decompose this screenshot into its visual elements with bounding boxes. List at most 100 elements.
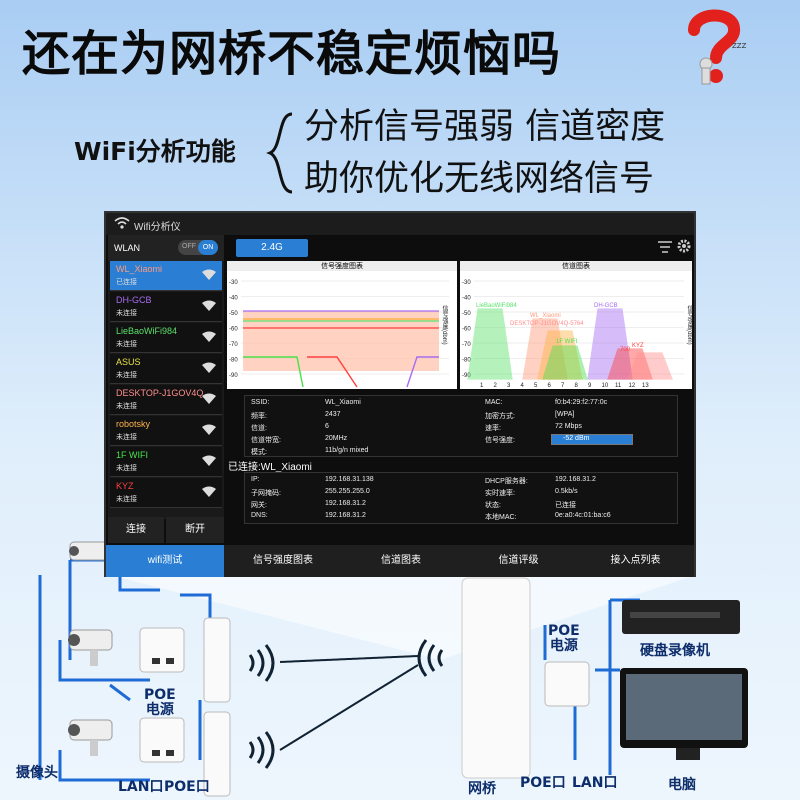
chan-key: 信道: bbox=[251, 425, 267, 432]
signal-chart-title: 信号强度图表 bbox=[227, 261, 457, 271]
lan-port-label: LAN口 bbox=[118, 779, 164, 795]
wifi-signal-icon bbox=[202, 486, 216, 497]
network-name: KYZ bbox=[116, 481, 134, 491]
channel-peak bbox=[537, 330, 583, 380]
question-mark-icon: ZZZ bbox=[688, 9, 747, 85]
network-name: WL_Xiaomi bbox=[116, 264, 163, 274]
tab-wifi-test[interactable]: wifi测试 bbox=[106, 545, 225, 577]
y-tick: -30 bbox=[462, 280, 471, 286]
lmac-value: 0e:a0:4c:01:ba:c6 bbox=[555, 512, 611, 519]
network-status: 未连接 bbox=[116, 403, 137, 410]
ssid-value: WL_Xiaomi bbox=[325, 399, 361, 406]
wifi-signal-icon bbox=[202, 424, 216, 435]
wifi-signal-icon bbox=[202, 362, 216, 373]
details-panel: SSID: WL_Xiaomi MAC: f0:b4:29:f2:77:0c 频… bbox=[244, 395, 678, 457]
central-bridge bbox=[461, 577, 531, 779]
nvr-device bbox=[622, 600, 740, 634]
y-tick: -40 bbox=[462, 296, 471, 302]
status-key: 状态: bbox=[485, 502, 501, 509]
channel-label: 700 bbox=[620, 347, 631, 353]
channel-label: KYZ bbox=[632, 343, 644, 349]
x-tick: 4 bbox=[521, 383, 525, 389]
connection-panel: IP: 192.168.31.138 DHCP服务器: 192.168.31.2… bbox=[244, 472, 678, 524]
band-button[interactable]: 2.4G bbox=[236, 239, 308, 257]
network-status: 未连接 bbox=[116, 465, 137, 472]
x-tick: 5 bbox=[534, 383, 538, 389]
poe-power-box-right bbox=[544, 661, 590, 707]
toggle-on-label: ON bbox=[198, 240, 218, 255]
speed-key: 速率: bbox=[485, 425, 501, 432]
wifi-signal-icon bbox=[202, 300, 216, 311]
y-tick: -30 bbox=[229, 280, 238, 286]
connected-label: 已连接:WL_Xiaomi bbox=[228, 462, 312, 473]
y-tick: -40 bbox=[229, 296, 238, 302]
camera-label: 摄像头 bbox=[16, 765, 58, 781]
toggle-off-label: OFF bbox=[182, 243, 196, 250]
nvr-label: 硬盘录像机 bbox=[640, 643, 710, 659]
y-tick: -60 bbox=[462, 327, 471, 333]
gw-value: 192.168.31.2 bbox=[325, 500, 366, 507]
wlan-row: WLAN OFF ON bbox=[108, 235, 224, 261]
network-item[interactable]: LieBaoWiFi984 未连接 bbox=[110, 323, 222, 353]
x-tick: 11 bbox=[615, 383, 622, 389]
tab-ap-list[interactable]: 接入点列表 bbox=[577, 545, 694, 577]
tab-channel-rating[interactable]: 信道评级 bbox=[460, 545, 578, 577]
x-tick: 6 bbox=[548, 383, 552, 389]
tab-signal-chart[interactable]: 信号强度图表 bbox=[224, 545, 343, 577]
x-tick: 2 bbox=[494, 383, 498, 389]
network-status: 已连接 bbox=[116, 279, 137, 286]
y-tick: -90 bbox=[462, 373, 471, 379]
channel-label: LieBaoWiFi984 bbox=[476, 303, 517, 309]
disconnect-button[interactable]: 断开 bbox=[166, 517, 224, 543]
channel-peak bbox=[607, 348, 653, 380]
camera-icon-2 bbox=[68, 629, 113, 666]
enc-value: [WPA] bbox=[555, 411, 575, 418]
y-tick: -50 bbox=[462, 311, 471, 317]
tab-bar: wifi测试 信号强度图表 信道图表 信道评级 接入点列表 bbox=[106, 545, 694, 577]
network-status: 未连接 bbox=[116, 434, 137, 441]
x-tick: 7 bbox=[561, 383, 565, 389]
mask-value: 255.255.255.0 bbox=[325, 488, 370, 495]
signal-y-label: 信号强度(dbm) bbox=[441, 305, 447, 345]
wifi-icon bbox=[114, 217, 130, 229]
connect-button[interactable]: 连接 bbox=[108, 517, 164, 543]
channel-label: WL_Xiaomi bbox=[530, 313, 561, 319]
signal-line bbox=[307, 356, 358, 388]
wlan-toggle[interactable]: OFF ON bbox=[178, 240, 218, 255]
signal-chart: 信号强度图表 -30-40-50-60-70-80-90 bbox=[227, 261, 457, 389]
freq-value: 2437 bbox=[325, 411, 341, 418]
x-tick: 3 bbox=[507, 383, 511, 389]
channel-peak bbox=[542, 345, 588, 380]
camera-icon-3 bbox=[68, 719, 113, 756]
network-status: 未连接 bbox=[116, 341, 137, 348]
network-item[interactable]: WL_Xiaomi 已连接 bbox=[110, 261, 222, 291]
filter-icon[interactable] bbox=[658, 241, 672, 253]
network-name: LieBaoWiFi984 bbox=[116, 326, 178, 336]
y-tick: -80 bbox=[462, 358, 471, 364]
network-name: 1F WIFI bbox=[116, 450, 148, 460]
network-diagram bbox=[38, 541, 748, 797]
gear-icon[interactable] bbox=[676, 238, 692, 254]
tab-channel-chart[interactable]: 信道图表 bbox=[342, 545, 461, 577]
dhcp-key: DHCP服务器: bbox=[485, 478, 528, 485]
network-item[interactable]: DESKTOP-J1GOV4Q 未连接 bbox=[110, 385, 222, 415]
network-name: DESKTOP-J1GOV4Q bbox=[116, 388, 204, 398]
signal-line bbox=[243, 356, 304, 388]
ssid-key: SSID: bbox=[251, 399, 270, 406]
sig-key: 信号强度: bbox=[485, 437, 515, 444]
sig-value: -52 dBm bbox=[563, 435, 590, 442]
dhcp-value: 192.168.31.2 bbox=[555, 476, 596, 483]
channel-peak bbox=[522, 318, 568, 380]
channel-chart-title: 信道图表 bbox=[460, 261, 692, 271]
freq-key: 频率: bbox=[251, 413, 267, 420]
feature-2: 助你优化无线网络信号 bbox=[304, 159, 655, 199]
channel-label: DESKTOP-J1GOV4Q-5764 bbox=[510, 321, 584, 327]
y-tick: -90 bbox=[229, 373, 238, 379]
network-item[interactable]: 1F WIFI 未连接 bbox=[110, 447, 222, 477]
